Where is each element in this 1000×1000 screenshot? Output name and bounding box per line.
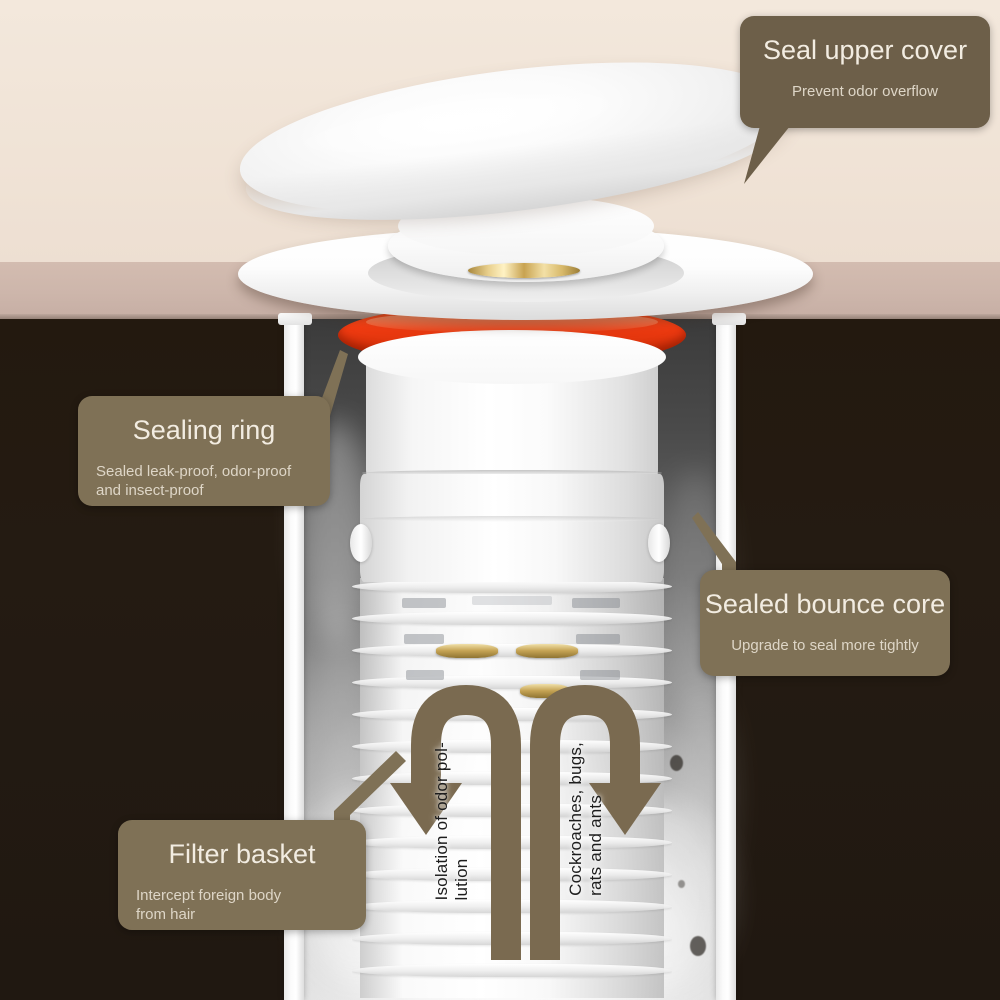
debris-speck xyxy=(678,880,685,888)
basket-slot xyxy=(404,634,444,644)
callout-filter-basket[interactable]: Filter basket Intercept foreign body fro… xyxy=(118,820,366,930)
basket-slot xyxy=(406,670,444,680)
callout-subtitle-seal-upper-cover: Prevent odor overflow xyxy=(792,82,938,100)
seal-ring-under-body xyxy=(358,330,666,384)
arrow-label-odor-pollution: Isolation of odor pol- lution xyxy=(432,742,471,901)
basket-rib xyxy=(352,676,672,689)
callout-title-sealing-ring: Sealing ring xyxy=(132,415,276,445)
debris-speck xyxy=(670,755,683,771)
basket-rib xyxy=(352,644,672,657)
callout-sealed-bounce-core[interactable]: Sealed bounce core Upgrade to seal more … xyxy=(700,570,950,676)
basket-slot xyxy=(472,596,552,605)
bounce-core-knob-left xyxy=(350,524,372,562)
basket-rib xyxy=(352,868,672,881)
basket-slot xyxy=(576,634,620,644)
callout-title-sealed-bounce-core: Sealed bounce core xyxy=(704,589,946,619)
basket-rib xyxy=(352,612,672,625)
basket-slot xyxy=(572,598,620,608)
basket-rib xyxy=(352,580,672,593)
bounce-core-knob-right xyxy=(648,524,670,562)
debris-speck xyxy=(690,936,706,956)
drain-pipe-lip-right xyxy=(712,313,746,325)
callout-sealing-ring[interactable]: Sealing ring Sealed leak-proof, odor-pro… xyxy=(78,396,330,506)
callout-subtitle-sealed-bounce-core: Upgrade to seal more tightly xyxy=(731,636,919,654)
bounce-core-seam xyxy=(362,516,662,522)
callout-tail-seal-upper-cover xyxy=(744,126,790,184)
bounce-core-body-lower xyxy=(360,474,664,582)
callout-tail-filter-basket xyxy=(334,751,406,845)
basket-slot xyxy=(580,670,620,680)
callout-title-seal-upper-cover: Seal upper cover xyxy=(762,35,968,65)
bounce-core-seam xyxy=(362,470,662,476)
basket-rib xyxy=(352,964,672,977)
basket-rib xyxy=(352,900,672,913)
basket-rib xyxy=(352,708,672,721)
callout-seal-upper-cover[interactable]: Seal upper cover Prevent odor overflow xyxy=(740,16,990,128)
callout-title-filter-basket: Filter basket xyxy=(168,839,316,869)
callout-subtitle-filter-basket: Intercept foreign body from hair xyxy=(136,886,282,923)
brass-ring xyxy=(468,263,580,278)
basket-rib xyxy=(352,932,672,945)
basket-brass-tab xyxy=(516,644,578,658)
basket-slot xyxy=(402,598,446,608)
basket-brass-tab xyxy=(520,684,570,698)
drain-pipe-lip-left xyxy=(278,313,312,325)
arrow-label-pests: Cockroaches, bugs, rats and ants xyxy=(566,742,605,896)
basket-brass-tab xyxy=(436,644,498,658)
callout-subtitle-sealing-ring: Sealed leak-proof, odor-proof and insect… xyxy=(96,462,292,499)
